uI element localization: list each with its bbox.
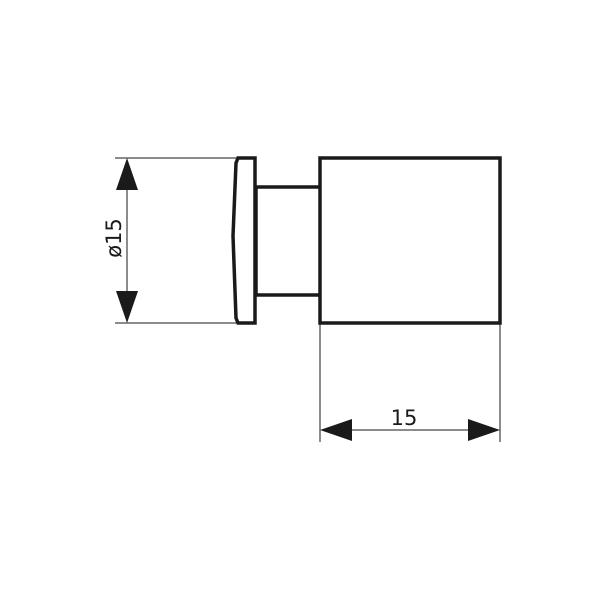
connecting-neck: [254, 185, 320, 297]
cap-flange: [231, 156, 257, 325]
diameter-arrow-bottom: [116, 291, 138, 323]
main-body: [318, 156, 502, 325]
length-arrow-left: [320, 419, 352, 441]
length-arrow-right: [468, 419, 500, 441]
length-label: 15: [391, 406, 418, 430]
diameter-arrow-top: [116, 158, 138, 190]
diameter-label: ø15: [102, 218, 126, 258]
